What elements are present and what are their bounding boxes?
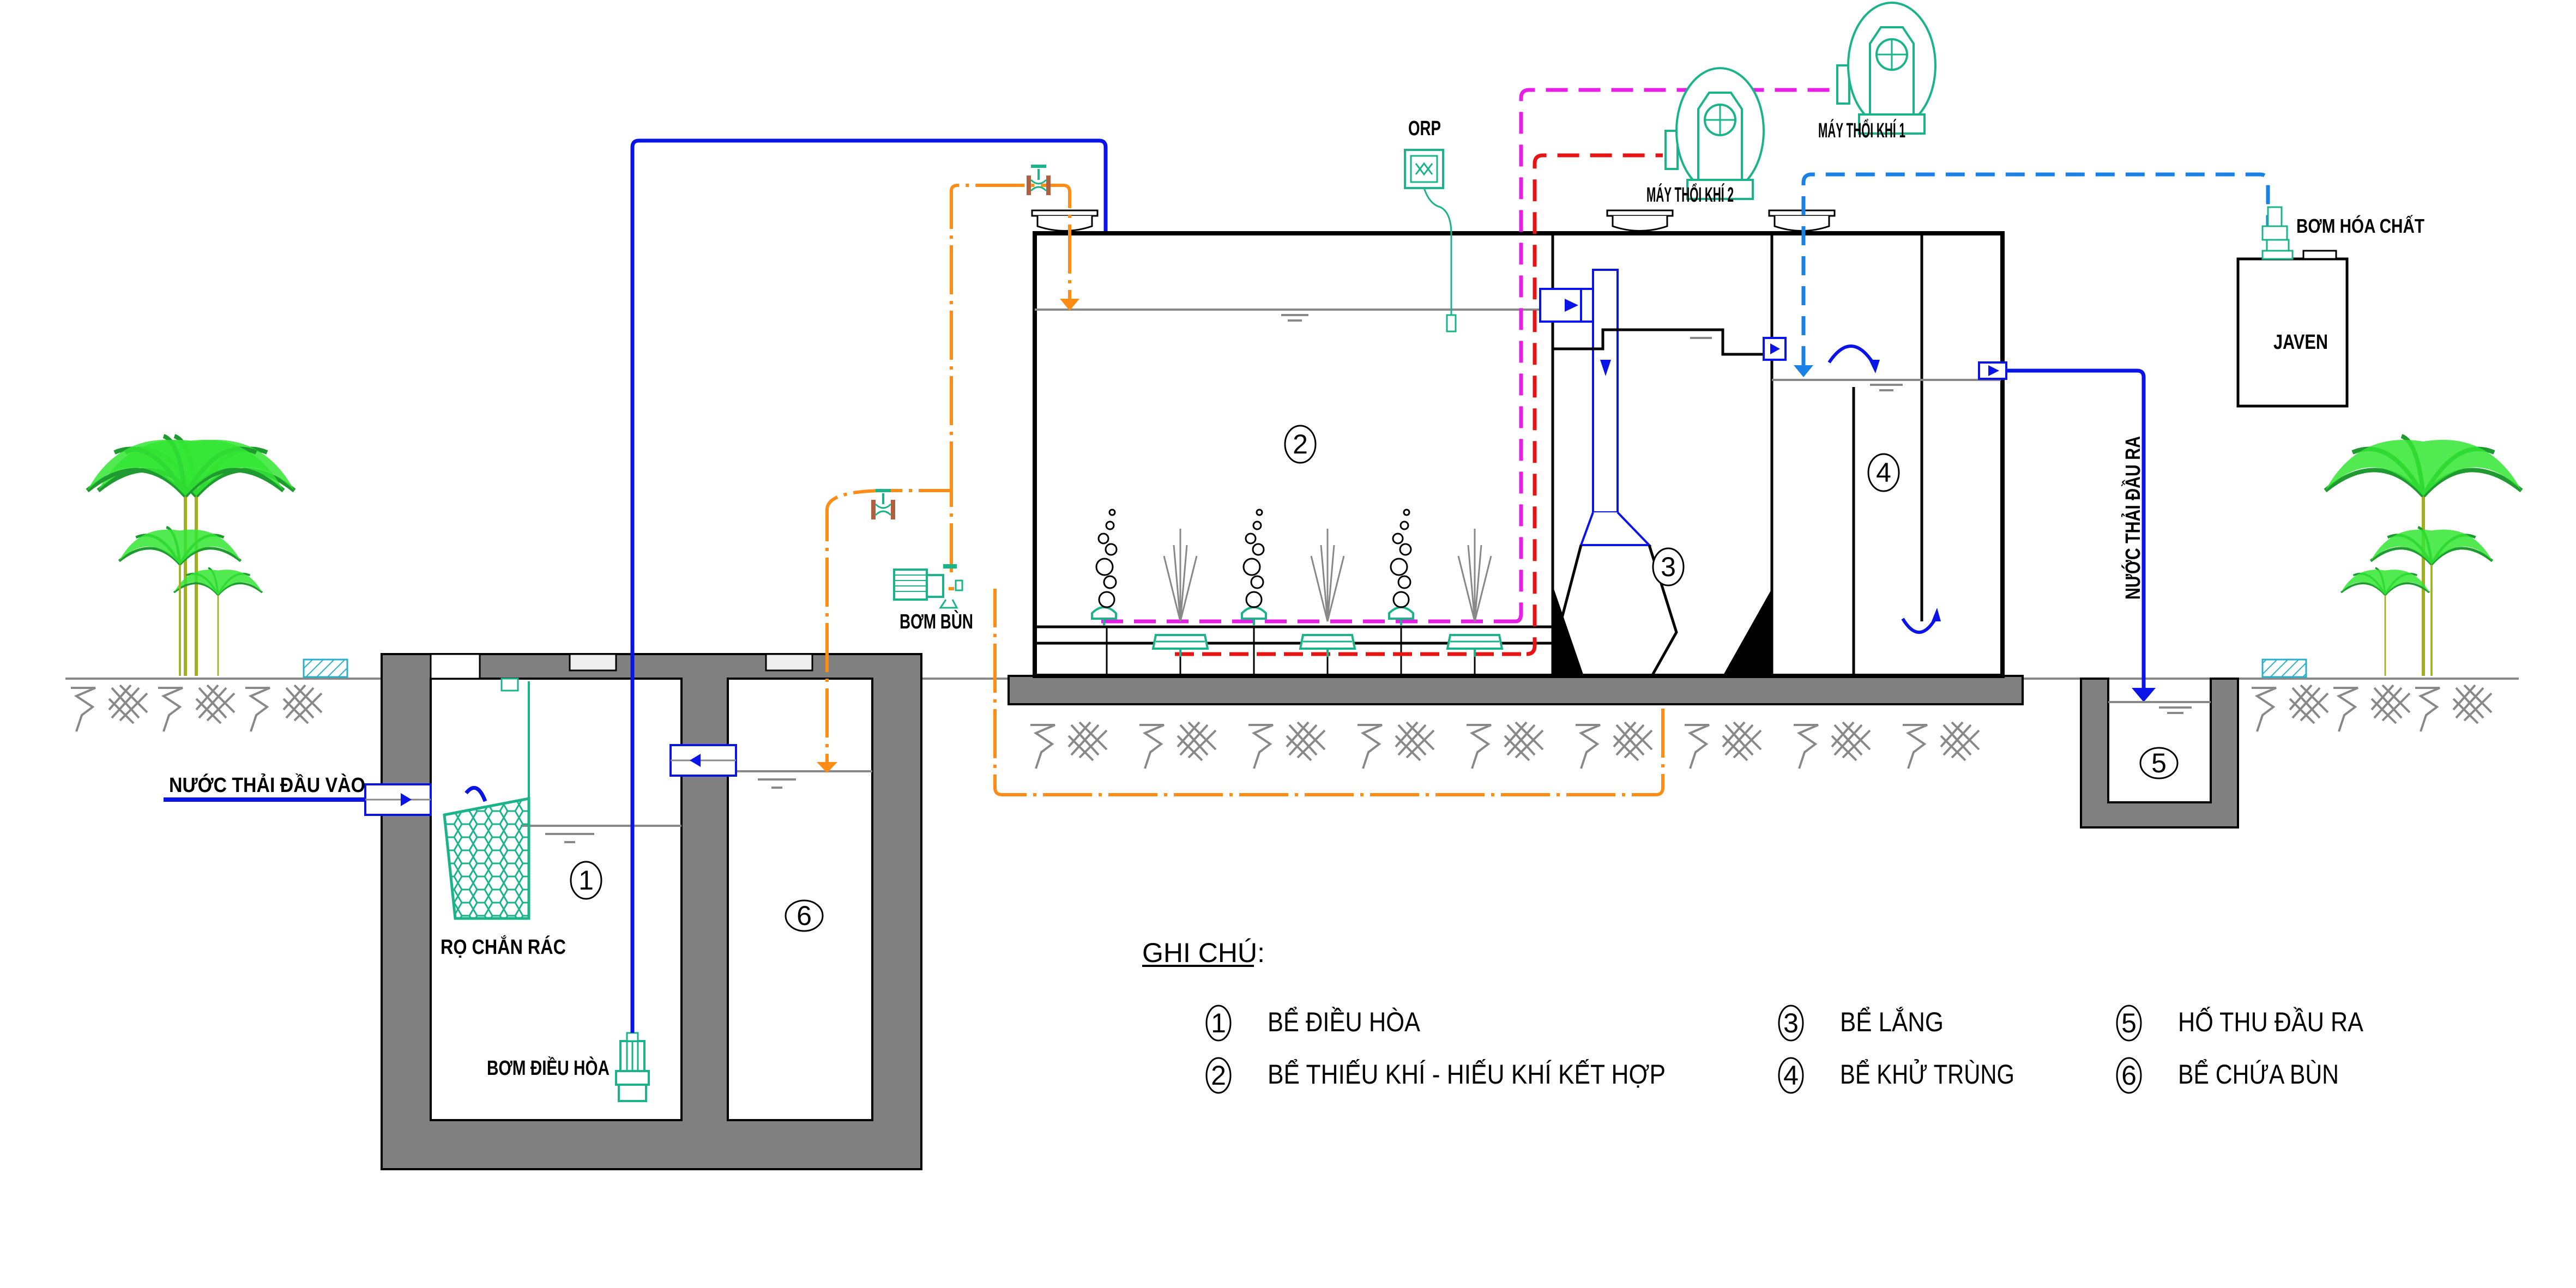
- flow-over-arrow: [1827, 344, 1874, 364]
- outlet-pit: [2080, 678, 2239, 829]
- tank6-overflow-fitting: [669, 744, 737, 777]
- svg-text:6: 6: [797, 900, 812, 931]
- label-blower-2: MÁY THỔI KHÍ 2: [1646, 182, 1734, 207]
- legend: GHI CHÚ: 1 BỂ ĐIỀU HÒA 2 BỂ THIẾU KHÍ - …: [1142, 938, 2364, 1094]
- sludge-pipe-from-settler: [993, 589, 1664, 796]
- transfer-pipe-3-4: [1763, 337, 1787, 361]
- equalization-discharge-pipe: [630, 138, 1108, 1033]
- tank-number-6: 6: [785, 899, 824, 932]
- svg-text:4: 4: [1783, 1060, 1799, 1091]
- chemical-dosing-pipe: [1801, 172, 2270, 398]
- javen-tank: [2236, 257, 2349, 408]
- svg-text:3: 3: [1783, 1008, 1799, 1038]
- foundation-slab: [1008, 675, 2024, 705]
- svg-text:1: 1: [578, 865, 594, 896]
- svg-text:5: 5: [2151, 748, 2167, 778]
- svg-text:HỐ THU ĐẦU RA: HỐ THU ĐẦU RA: [2178, 1006, 2364, 1037]
- svg-text:4: 4: [1876, 457, 1891, 488]
- valve-sludge-return: [1025, 164, 1052, 196]
- manhole-t2: [1031, 209, 1099, 232]
- legend-item-2: 2 BỂ THIẾU KHÍ - HIẾU KHÍ KẾT HỢP: [1205, 1057, 1666, 1094]
- svg-text:2: 2: [1293, 429, 1308, 459]
- label-outlet: NƯỚC THẢI ĐẦU RA: [2121, 436, 2145, 600]
- soil-pattern-mid: [1029, 721, 1980, 770]
- air-pipe-blower-1: [1515, 88, 1832, 624]
- tank-number-4: 4: [1867, 453, 1900, 492]
- legend-item-5: 5 HỐ THU ĐẦU RA: [2116, 1005, 2364, 1042]
- tank-number-5: 5: [2139, 747, 2179, 779]
- curb-stone-right: [2261, 658, 2307, 678]
- tank-number-3: 3: [1652, 547, 1685, 586]
- tank-number-2: 2: [1284, 425, 1317, 464]
- main-tank-shell: [1033, 231, 2005, 678]
- label-inlet: NƯỚC THẢI ĐẦU VÀO: [169, 773, 365, 797]
- legend-title: GHI CHÚ:: [1142, 938, 1265, 968]
- svg-text:BỂ THIẾU KHÍ - HIẾU KHÍ KẾT HỢ: BỂ THIẾU KHÍ - HIẾU KHÍ KẾT HỢP: [1268, 1059, 1666, 1090]
- svg-text:BỂ LẮNG: BỂ LẮNG: [1840, 1007, 1944, 1037]
- orp-meter: [1404, 149, 1457, 332]
- legend-item-1: 1 BỂ ĐIỀU HÒA: [1205, 1005, 1421, 1042]
- blower-2: [1664, 67, 1765, 200]
- outlet-fitting: [1978, 361, 2007, 380]
- svg-text:BỂ KHỬ TRÙNG: BỂ KHỬ TRÙNG: [1840, 1059, 2014, 1090]
- palm-trees-right-small: [2340, 567, 2430, 677]
- air-pipe-blower-2: [1526, 153, 1663, 656]
- soil-pattern-right: [2251, 684, 2493, 733]
- flow-under-arrow: [1901, 618, 1937, 634]
- curb-stone-left: [303, 658, 348, 678]
- legend-item-4: 4 BỂ KHỬ TRÙNG: [1778, 1057, 2014, 1094]
- svg-text:6: 6: [2121, 1060, 2137, 1091]
- svg-text:2: 2: [1211, 1060, 1226, 1091]
- label-equalization-pump: BƠM ĐIỀU HÒA: [487, 1056, 610, 1080]
- label-screen-basket: RỌ CHẮN RÁC: [441, 935, 566, 959]
- screen-basket: [443, 678, 530, 920]
- soil-pattern-left: [70, 684, 323, 733]
- svg-text:5: 5: [2121, 1008, 2137, 1038]
- svg-text:BỂ CHỨA BÙN: BỂ CHỨA BÙN: [2178, 1059, 2339, 1090]
- palm-trees-right-mid: [2370, 527, 2492, 676]
- label-sludge-pump: BƠM BÙN: [900, 609, 973, 633]
- label-javen: JAVEN: [2273, 331, 2328, 354]
- svg-text:BỂ ĐIỀU HÒA: BỂ ĐIỀU HÒA: [1268, 1007, 1421, 1037]
- valve-sludge-waste: [870, 488, 896, 521]
- sludge-pump: [893, 564, 963, 609]
- palm-trees-left-mid: [119, 527, 240, 676]
- svg-text:1: 1: [1211, 1008, 1226, 1038]
- label-orp: ORP: [1408, 117, 1441, 140]
- sludge-return-pipe: [950, 184, 1071, 491]
- equalization-pump: [615, 1032, 650, 1102]
- inlet-pipe-fitting: [364, 783, 432, 816]
- palm-trees-left-small: [173, 567, 263, 677]
- manhole-t3: [1606, 209, 1674, 232]
- underground-tank-block: [381, 653, 922, 1170]
- label-chemical-pump: BƠM HÓA CHẤT: [2296, 214, 2424, 237]
- tank-number-1: 1: [570, 861, 602, 900]
- legend-item-3: 3 BỂ LẮNG: [1778, 1005, 1944, 1042]
- label-blower-1: MÁY THỔI KHÍ 1: [1818, 118, 1905, 142]
- blower-1: [1836, 2, 1936, 135]
- chemical-pump: [2261, 206, 2294, 260]
- legend-item-6: 6 BỂ CHỨA BÙN: [2116, 1057, 2339, 1094]
- svg-text:3: 3: [1661, 552, 1676, 582]
- outlet-pipe: [2006, 368, 2146, 691]
- transfer-pipe-2-3: [1539, 269, 1652, 546]
